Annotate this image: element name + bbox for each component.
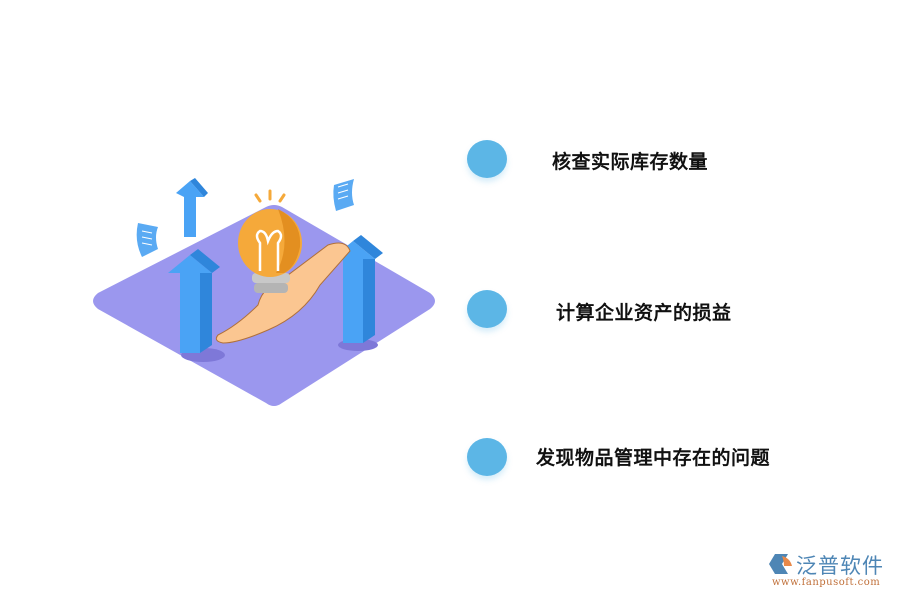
item-3-label: 发现物品管理中存在的问题	[536, 447, 771, 469]
item-2-label: 计算企业资产的损益	[556, 302, 732, 324]
illustration	[88, 175, 443, 415]
brand-logo: 泛普软件 www.fanpusoft.com	[768, 550, 898, 595]
fanpu-logo-icon	[769, 554, 792, 574]
bullet-2	[467, 290, 507, 328]
bullet-1	[467, 140, 507, 178]
inventory-illustration-icon	[93, 178, 435, 406]
bullet-3	[467, 438, 507, 476]
item-1-label: 核查实际库存数量	[552, 151, 709, 173]
logo-url: www.fanpusoft.com	[772, 577, 881, 588]
logo-name: 泛普软件	[796, 554, 884, 578]
